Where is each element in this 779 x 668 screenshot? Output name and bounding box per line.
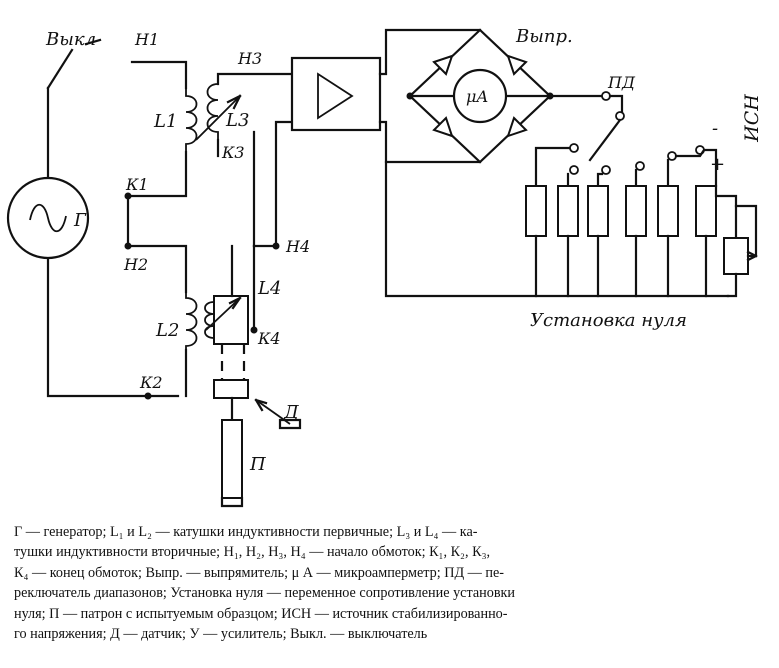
label-k3: К3 <box>221 143 245 162</box>
schematic-labels: Выкл Н1 Н3 L1 L3 К3 К1 Г Н2 Н4 L4 L2 К4 … <box>45 26 763 475</box>
label-k4: К4 <box>257 329 281 348</box>
caption-line: Г — генератор; L₁ и L₂ — катушки индукти… <box>14 524 478 540</box>
primary-coils <box>124 60 198 400</box>
probe-sensor <box>213 379 249 399</box>
label-h2: Н2 <box>123 255 148 274</box>
label-l3: L3 <box>225 110 249 131</box>
switch-blade <box>46 48 74 90</box>
caption-line: К₄ — конец обмоток; Выпр. — выпрямитель;… <box>14 564 505 581</box>
label-zero-setting: Установка нуля <box>530 310 687 331</box>
label-sensor: Д <box>283 402 299 423</box>
label-h3: Н3 <box>237 49 262 68</box>
zero-setting-potentiometer <box>723 237 749 275</box>
label-range-switch: ПД <box>607 73 636 92</box>
label-l1: L1 <box>153 111 177 132</box>
microammeter <box>452 68 508 124</box>
rectifier-bridge <box>384 28 730 298</box>
generator-branch <box>6 38 180 398</box>
label-plus: + <box>710 154 725 175</box>
range-switch <box>588 91 625 162</box>
caption-line: нуля; П — патрон с испытуемым образцом; … <box>14 605 508 622</box>
label-minus: - <box>712 118 718 139</box>
label-voltage-source: ИСН <box>741 94 763 143</box>
coil-l1 <box>185 88 198 152</box>
amplifier-triangle-icon <box>317 72 354 120</box>
l3-tuning-arrow <box>195 95 241 141</box>
resistor <box>625 185 647 237</box>
circuit-schematic: Выкл Н1 Н3 L1 L3 К3 К1 Г Н2 Н4 L4 L2 К4 … <box>6 26 763 508</box>
diode-icon <box>432 116 454 138</box>
secondary-coils <box>195 72 302 508</box>
resistor <box>695 185 717 237</box>
diode-icon <box>432 54 454 76</box>
diode-icon <box>506 116 528 138</box>
label-rectifier: Выпр. <box>515 26 573 47</box>
resistor <box>557 185 579 237</box>
label-microammeter: μА <box>466 87 489 106</box>
coil-l3 <box>206 83 219 140</box>
caption-line: тушки индуктивности вторичные; Н₁, Н₂, Н… <box>14 544 491 561</box>
label-k1: К1 <box>125 175 149 194</box>
label-h1: Н1 <box>134 30 159 49</box>
label-l2: L2 <box>155 320 179 341</box>
label-k2: К2 <box>139 373 163 392</box>
figure-caption: Г — генератор; L₁ и L₂ — катушки индукти… <box>14 522 770 644</box>
label-l4: L4 <box>257 278 281 299</box>
resistor <box>657 185 679 237</box>
coil-l2 <box>185 292 198 350</box>
caption-line: реключатель диапазонов; Установка нуля —… <box>14 585 516 602</box>
resistor-bank <box>525 143 758 298</box>
label-holder: П <box>249 454 266 475</box>
sine-wave-icon <box>29 203 67 233</box>
label-switch: Выкл <box>45 29 96 50</box>
label-h4: Н4 <box>285 237 310 256</box>
diode-icon <box>506 54 528 76</box>
resistor <box>525 185 547 237</box>
sample-holder <box>221 419 243 499</box>
caption-line: го напряжения; Д — датчик; У — усилитель… <box>14 626 428 643</box>
label-generator: Г <box>73 210 87 231</box>
coil-l4 <box>204 301 215 339</box>
resistor <box>587 185 609 237</box>
amplifier <box>290 28 482 164</box>
